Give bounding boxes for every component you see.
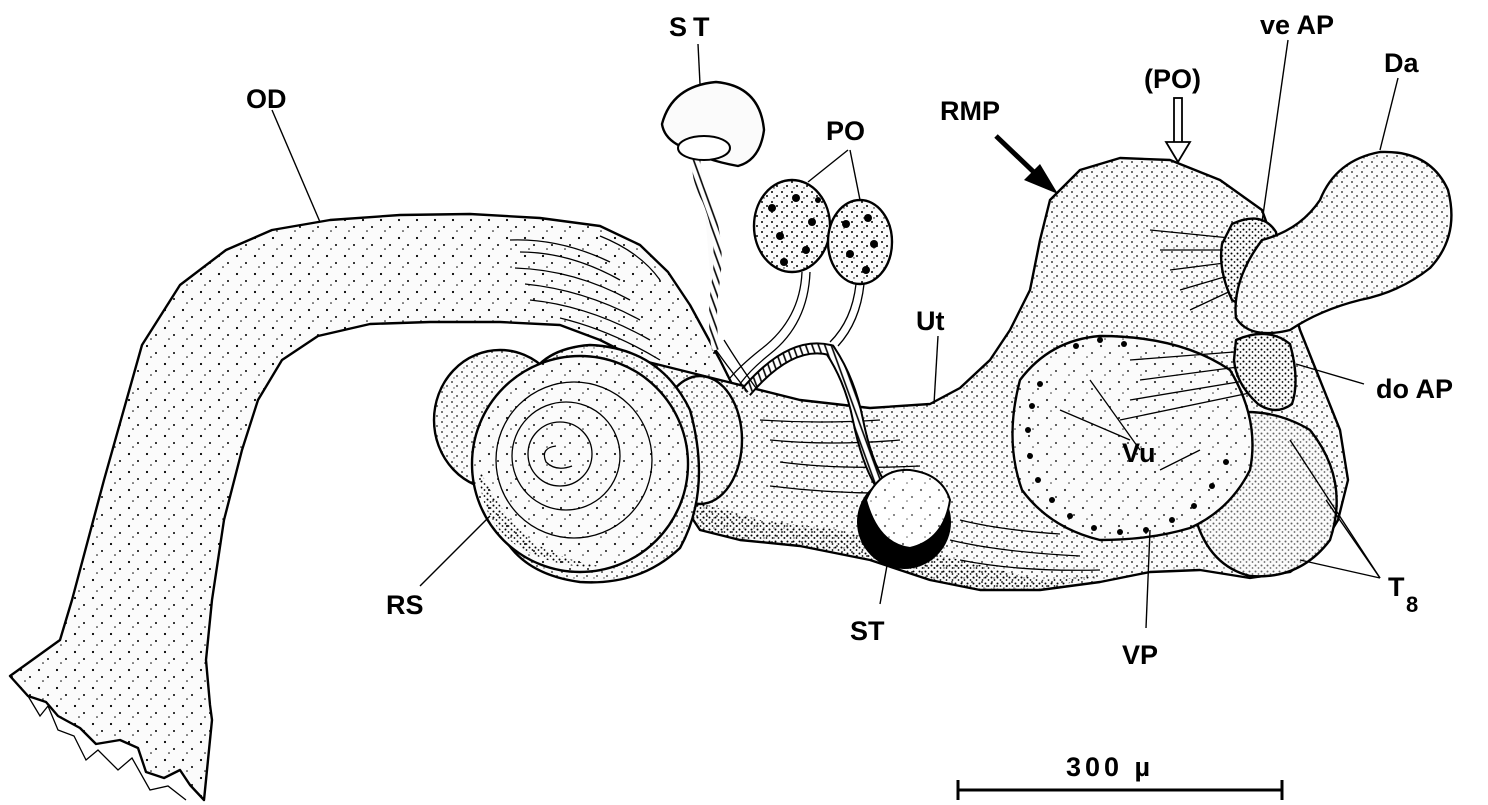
label-po: PO bbox=[826, 116, 865, 146]
parovarium-right bbox=[828, 200, 892, 346]
label-ut: Ut bbox=[916, 306, 945, 336]
rs-leader bbox=[420, 516, 490, 586]
t8-leader-a bbox=[1300, 560, 1380, 578]
po-leader-right bbox=[850, 150, 860, 200]
label-do-ap: do AP bbox=[1376, 374, 1453, 404]
label-od: OD bbox=[246, 84, 287, 114]
po-open-arrow bbox=[1166, 98, 1190, 162]
label-t8-base: T bbox=[1388, 572, 1405, 602]
ut-leader bbox=[934, 336, 938, 404]
rmp-arrow bbox=[996, 136, 1058, 194]
label-st-bottom: ST bbox=[850, 616, 885, 646]
da-leader bbox=[1380, 78, 1398, 150]
label-vu: Vu bbox=[1122, 438, 1156, 468]
label-ve-ap: ve AP bbox=[1260, 10, 1334, 40]
label-t8-subscript: 8 bbox=[1406, 592, 1418, 617]
scale-bar: 300 µ bbox=[958, 752, 1282, 800]
label-rs: RS bbox=[386, 590, 424, 620]
label-po-paren: (PO) bbox=[1144, 64, 1201, 94]
po-leader-left bbox=[808, 150, 848, 182]
label-rmp: RMP bbox=[940, 96, 1000, 126]
receptaculum-seminis bbox=[434, 345, 742, 582]
ve-ap-leader bbox=[1262, 40, 1288, 222]
st-top-leader bbox=[698, 44, 700, 84]
label-vp: VP bbox=[1122, 640, 1158, 670]
st-bottom-leader bbox=[880, 560, 888, 604]
label-t8: T 8 bbox=[1388, 572, 1418, 617]
od-leader bbox=[272, 110, 320, 222]
label-st-top: ST bbox=[669, 12, 716, 42]
label-da: Da bbox=[1384, 48, 1419, 78]
scale-bar-label: 300 µ bbox=[1066, 752, 1154, 782]
